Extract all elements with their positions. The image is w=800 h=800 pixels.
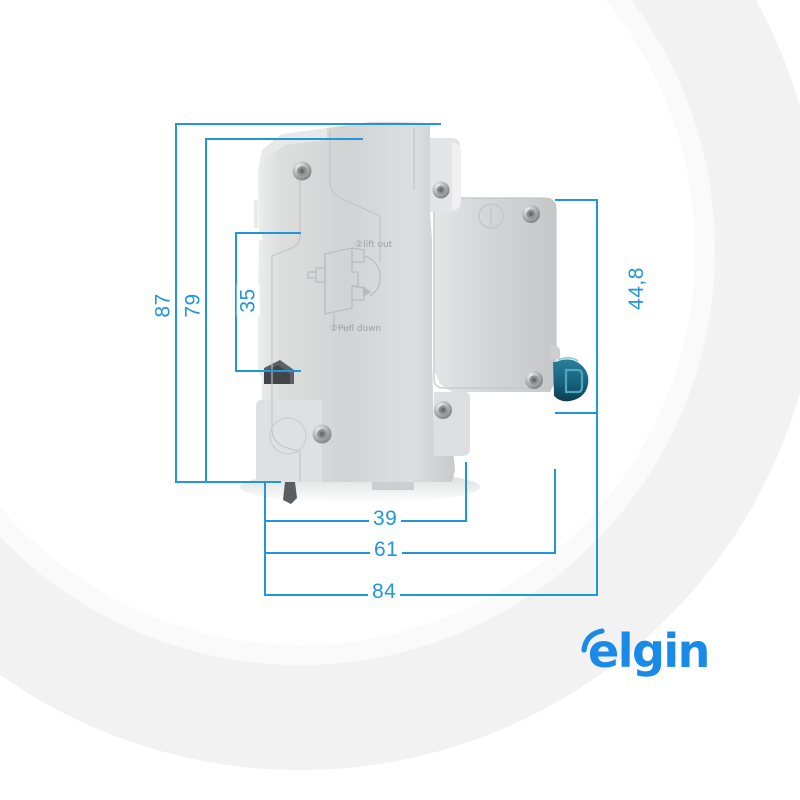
brand-name: elgin (588, 624, 710, 678)
upper-right-tab-edge (452, 142, 461, 210)
breaker-main-body (258, 122, 455, 482)
embossed-pull-down-label: ①Pull down (330, 324, 381, 334)
left-shoulder-highlight (262, 128, 327, 158)
din-clip-lower-pin (283, 482, 297, 504)
terminal-clip-highlight (564, 368, 584, 394)
dim-bracket-35 (235, 232, 301, 372)
body-panel-lines (271, 128, 415, 482)
dim-value-44-8: 44,8 (624, 263, 648, 314)
din-clip-upper-dark (264, 365, 290, 384)
embossed-instruction-diagram (307, 247, 381, 329)
brand-logo: elgin (570, 624, 720, 690)
dim-bracket-61 (264, 469, 556, 554)
dim-value-39: 39 (369, 507, 402, 530)
arc-accent-icon (581, 628, 605, 653)
dim-bracket-84 (264, 412, 598, 596)
dim-value-61: 61 (370, 538, 403, 561)
dim-bracket-79 (205, 138, 363, 483)
dim-value-79: 79 (181, 289, 205, 322)
dim-bracket-87 (175, 123, 441, 483)
foot-circle-emboss (269, 417, 307, 455)
embossed-lift-out-label: ②lift out (355, 240, 393, 250)
terminal-clip-gloss (557, 357, 579, 362)
right-terminal-block (432, 198, 556, 392)
dim-value-84: 84 (368, 580, 401, 603)
screws-group (292, 161, 543, 444)
left-upper-notch (250, 155, 258, 208)
slotted-rivet (478, 203, 504, 229)
terminal-clip (553, 357, 589, 402)
left-edge-step (254, 200, 258, 228)
terminal-collar (550, 345, 560, 360)
dim-bracket-44-8 (555, 199, 598, 414)
dim-bracket-39 (264, 462, 467, 522)
bottom-foot-tab (372, 482, 414, 490)
dim-value-87: 87 (151, 289, 175, 322)
dim-value-35: 35 (236, 284, 260, 317)
